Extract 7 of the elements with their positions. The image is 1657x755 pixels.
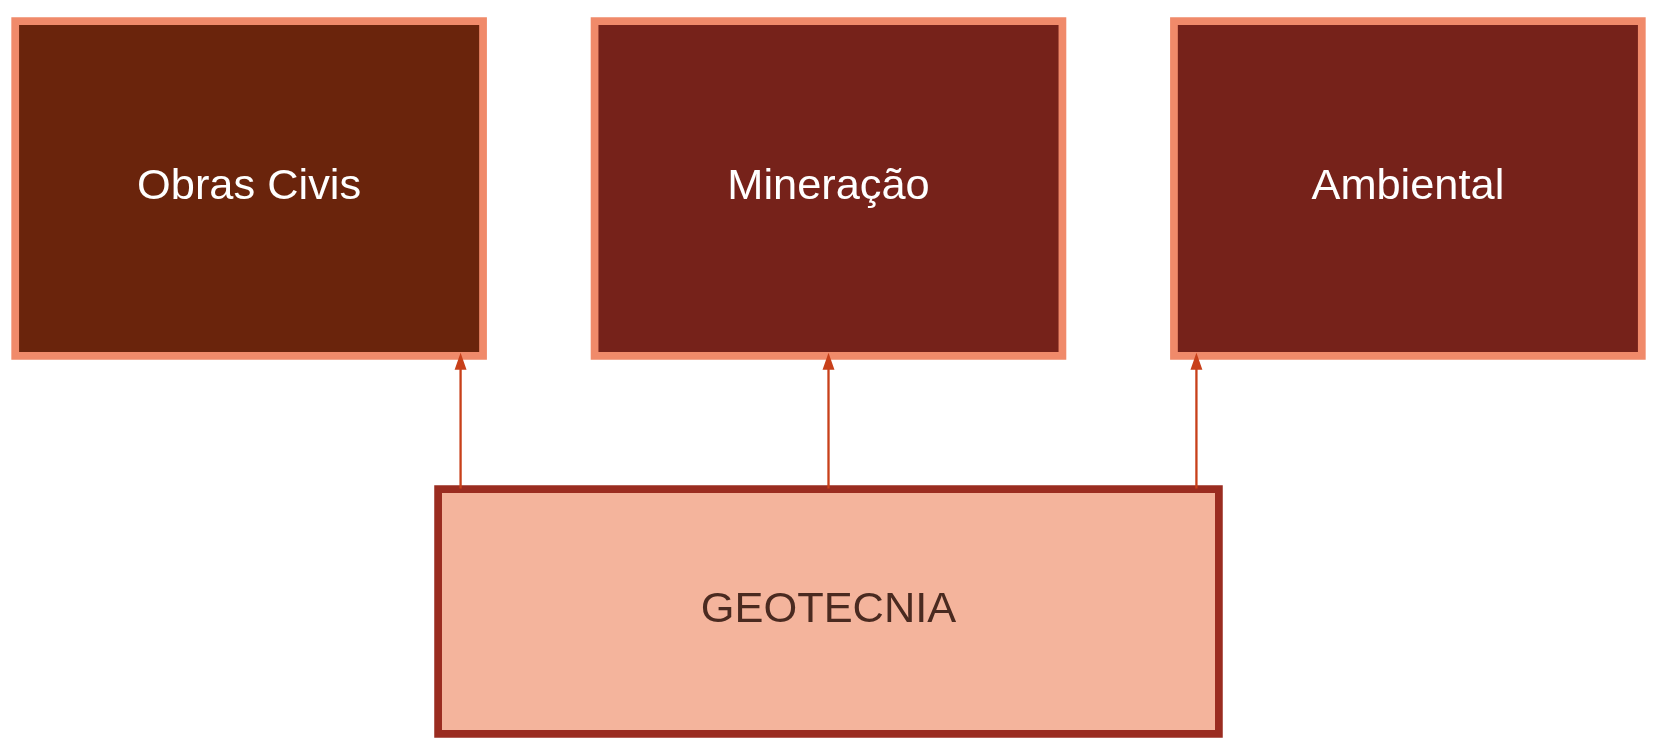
node-box: Obras Civis	[11, 17, 487, 360]
node-box: GEOTECNIA	[434, 485, 1223, 738]
arrow	[1190, 352, 1203, 489]
node-box: Mineração	[590, 17, 1067, 360]
arrow	[822, 352, 835, 489]
arrow	[454, 352, 467, 489]
node-box: Ambiental	[1170, 17, 1646, 360]
